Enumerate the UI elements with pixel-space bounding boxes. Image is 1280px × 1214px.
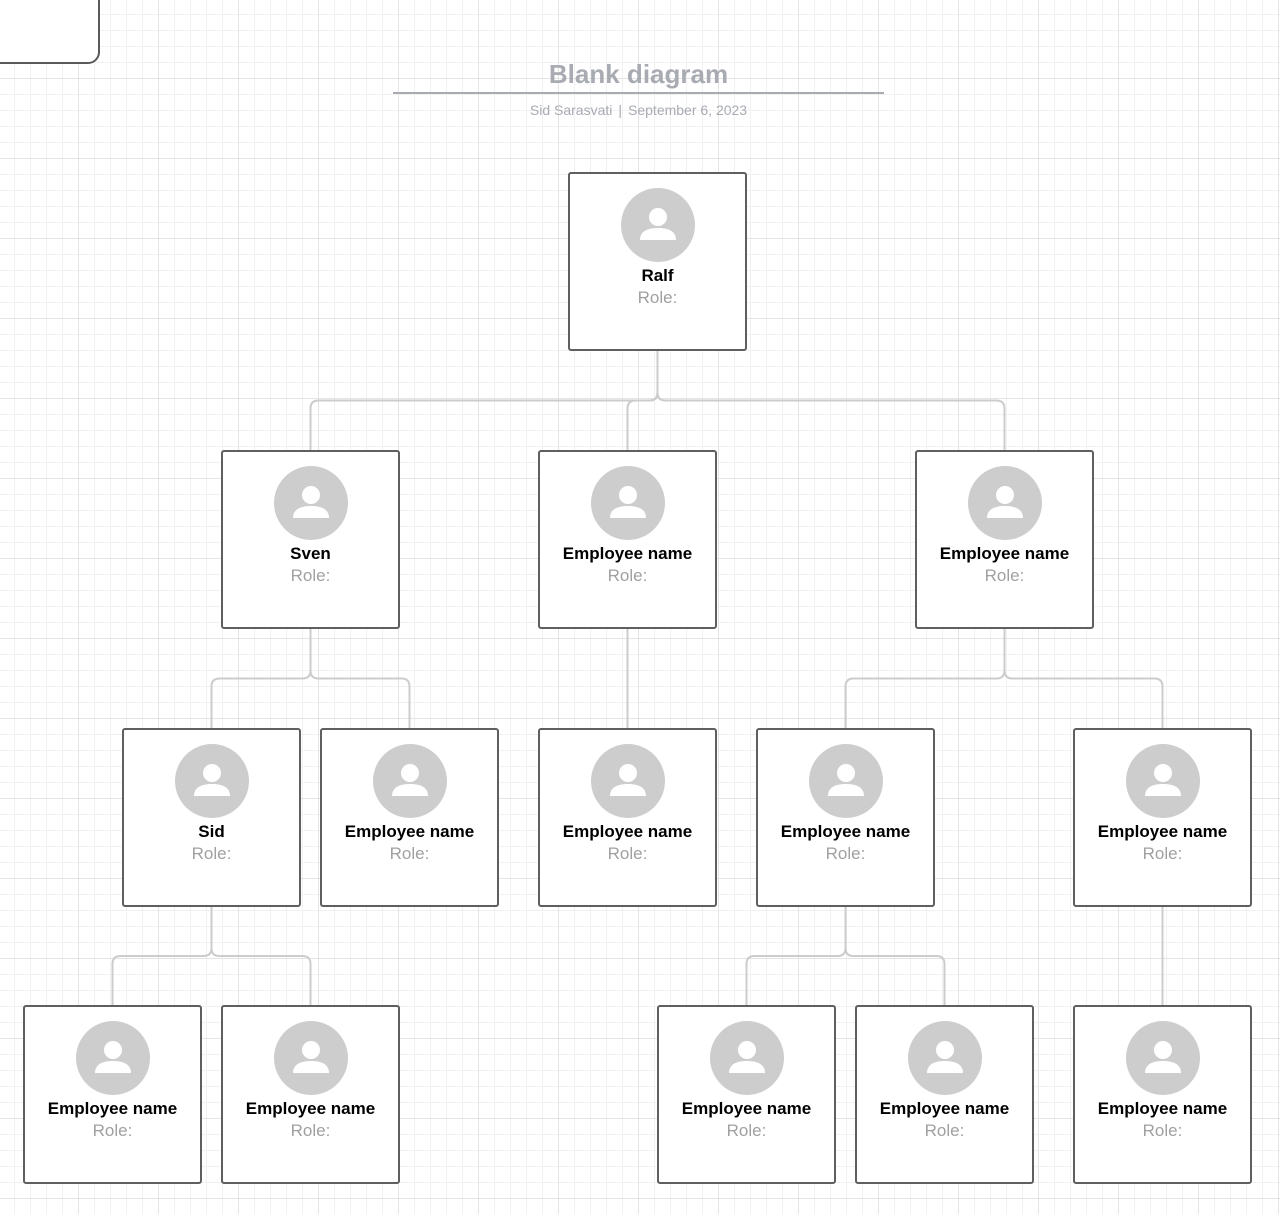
employee-role[interactable]: Role: xyxy=(984,566,1025,585)
employee-card[interactable]: Employee name Role: xyxy=(756,728,935,907)
employee-card[interactable]: Employee name Role: xyxy=(855,1005,1034,1184)
employee-name[interactable]: Employee name xyxy=(939,544,1070,563)
employee-role[interactable]: Role: xyxy=(191,844,232,863)
connector-line xyxy=(745,907,847,1005)
employee-name[interactable]: Ralf xyxy=(641,266,674,285)
avatar xyxy=(75,1021,150,1095)
employee-card[interactable]: Employee name Role: xyxy=(221,1005,400,1184)
employee-name[interactable]: Sven xyxy=(290,544,331,563)
avatar xyxy=(808,744,883,818)
employee-role[interactable]: Role: xyxy=(607,566,648,585)
person-icon xyxy=(609,486,646,518)
avatar xyxy=(273,466,348,540)
employee-card[interactable]: Employee name Role: xyxy=(538,728,717,907)
employee-name[interactable]: Employee name xyxy=(681,1099,812,1118)
employee-name[interactable]: Employee name xyxy=(562,544,693,563)
employee-role[interactable]: Role: xyxy=(290,566,331,585)
diagram-author: Sid Sarasvati xyxy=(529,102,613,118)
person-icon xyxy=(1144,1041,1181,1073)
corner-panel xyxy=(0,0,100,64)
avatar xyxy=(1125,744,1200,818)
employee-name[interactable]: Employee name xyxy=(1097,822,1228,841)
avatar xyxy=(273,1021,348,1095)
avatar xyxy=(907,1021,982,1095)
avatar xyxy=(590,744,665,818)
connector-line xyxy=(309,629,411,728)
connector-line xyxy=(1003,629,1164,728)
employee-role[interactable]: Role: xyxy=(1142,1121,1183,1140)
connector-line xyxy=(210,907,312,1005)
employee-card[interactable]: Sven Role: xyxy=(221,450,400,629)
avatar xyxy=(372,744,447,818)
connector-line xyxy=(309,351,659,450)
employee-name[interactable]: Employee name xyxy=(47,1099,178,1118)
employee-role[interactable]: Role: xyxy=(637,288,678,307)
connector-line xyxy=(626,351,659,450)
person-icon xyxy=(292,486,329,518)
subtitle-separator: | xyxy=(618,102,623,118)
connector-line xyxy=(210,629,312,728)
person-icon xyxy=(1144,764,1181,796)
avatar xyxy=(590,466,665,540)
employee-name[interactable]: Sid xyxy=(198,822,225,841)
employee-card[interactable]: Employee name Role: xyxy=(1073,1005,1252,1184)
person-icon xyxy=(94,1041,131,1073)
avatar xyxy=(709,1021,784,1095)
employee-role[interactable]: Role: xyxy=(389,844,430,863)
employee-role[interactable]: Role: xyxy=(825,844,866,863)
employee-card[interactable]: Employee name Role: xyxy=(23,1005,202,1184)
employee-role[interactable]: Role: xyxy=(607,844,648,863)
person-icon xyxy=(391,764,428,796)
employee-role[interactable]: Role: xyxy=(924,1121,965,1140)
connector-line xyxy=(111,907,213,1005)
diagram-title-block: Blank diagram Sid Sarasvati | September 6,… xyxy=(393,58,884,119)
avatar xyxy=(967,466,1042,540)
connector-line xyxy=(844,907,946,1005)
diagram-date: September 6, 2023 xyxy=(628,102,748,118)
employee-role[interactable]: Role: xyxy=(1142,844,1183,863)
avatar xyxy=(174,744,249,818)
employee-role[interactable]: Role: xyxy=(92,1121,133,1140)
employee-role[interactable]: Role: xyxy=(290,1121,331,1140)
employee-name[interactable]: Employee name xyxy=(780,822,911,841)
avatar xyxy=(1125,1021,1200,1095)
employee-card[interactable]: Employee name Role: xyxy=(1073,728,1252,907)
employee-card[interactable]: Employee name Role: xyxy=(538,450,717,629)
employee-name[interactable]: Employee name xyxy=(879,1099,1010,1118)
employee-card[interactable]: Employee name Role: xyxy=(915,450,1094,629)
connector-line xyxy=(844,629,1006,728)
employee-card[interactable]: Ralf Role: xyxy=(568,172,747,351)
connector-line xyxy=(656,351,1006,450)
employee-name[interactable]: Employee name xyxy=(245,1099,376,1118)
diagram-title[interactable]: Blank diagram xyxy=(393,58,884,94)
person-icon xyxy=(926,1041,963,1073)
employee-card[interactable]: Employee name Role: xyxy=(320,728,499,907)
person-icon xyxy=(292,1041,329,1073)
person-icon xyxy=(639,208,676,240)
diagram-subtitle: Sid Sarasvati | September 6, 2023 xyxy=(393,101,884,119)
employee-name[interactable]: Employee name xyxy=(1097,1099,1228,1118)
avatar xyxy=(620,188,695,262)
employee-role[interactable]: Role: xyxy=(726,1121,767,1140)
employee-name[interactable]: Employee name xyxy=(562,822,693,841)
employee-name[interactable]: Employee name xyxy=(344,822,475,841)
employee-card[interactable]: Employee name Role: xyxy=(657,1005,836,1184)
person-icon xyxy=(986,486,1023,518)
person-icon xyxy=(827,764,864,796)
person-icon xyxy=(609,764,646,796)
employee-card[interactable]: Sid Role: xyxy=(122,728,301,907)
person-icon xyxy=(728,1041,765,1073)
person-icon xyxy=(193,764,230,796)
